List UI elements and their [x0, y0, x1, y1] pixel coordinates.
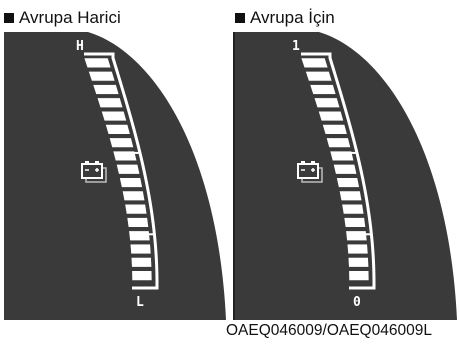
gauge-segment — [92, 84, 120, 95]
gauge-top-label: 1 — [292, 39, 300, 54]
gauge-segment — [100, 110, 128, 122]
gauge-segment — [343, 217, 366, 228]
gauge-segment — [88, 70, 116, 82]
gauge-segment — [313, 97, 341, 108]
gauge-segment — [341, 203, 365, 215]
gauge-segment — [130, 257, 153, 268]
gauge-segment — [115, 164, 141, 175]
gauge-segment — [121, 190, 146, 202]
battery-charge-icon — [297, 161, 323, 183]
battery-charge-icon — [81, 161, 107, 183]
gauge-segment — [345, 230, 368, 241]
gauge-segment — [336, 177, 360, 188]
gauge-bottom-label: 0 — [353, 295, 361, 310]
gauge-segment — [124, 203, 148, 215]
gauge-outline — [84, 52, 159, 290]
panel-divider — [233, 32, 235, 320]
gauge-segment — [119, 177, 143, 188]
gauge-bottom-label: L — [136, 295, 144, 310]
gauge-segment — [321, 124, 348, 135]
gauge-segment — [96, 97, 124, 108]
gauge-segment — [305, 70, 333, 82]
right-segments — [300, 57, 370, 281]
gauge-segment — [332, 164, 358, 175]
gauge-segment — [348, 270, 370, 281]
gauge-background — [235, 32, 457, 320]
bullet-square-icon — [235, 13, 245, 23]
gauge-segment — [346, 243, 369, 255]
gauge-segment — [83, 57, 112, 69]
gauge-segment — [131, 270, 153, 281]
left-gauge: H L — [4, 32, 226, 320]
figure-code: OAEQ046009/OAEQ046009L — [226, 322, 432, 339]
left-caption-text: Avrupa Harici — [19, 8, 121, 27]
gauge-segment — [112, 150, 138, 162]
gauge-segment — [300, 57, 329, 69]
gauge-segment — [128, 230, 151, 241]
gauge-segment — [325, 137, 352, 148]
gauge-segment — [126, 217, 149, 228]
right-gauge-panel: 1 0 — [235, 32, 457, 320]
gauge-top-label: H — [76, 39, 84, 54]
gauge-background — [4, 32, 226, 320]
gauge-segment — [104, 124, 131, 135]
gauge-segment — [329, 150, 355, 162]
gauge-segment — [309, 84, 337, 95]
gauge-segment — [129, 243, 152, 255]
left-caption: Avrupa Harici — [4, 7, 121, 29]
gauge-segment — [108, 137, 135, 148]
gauge-segment — [317, 110, 345, 122]
right-caption-text: Avrupa İçin — [250, 8, 335, 27]
gauge-outline — [301, 52, 376, 290]
bullet-square-icon — [4, 13, 14, 23]
gauge-segment — [347, 257, 370, 268]
left-gauge-panel: H L — [4, 32, 226, 320]
left-segments — [83, 57, 153, 281]
right-caption: Avrupa İçin — [235, 7, 335, 29]
right-gauge: 1 0 — [235, 32, 457, 320]
gauge-segment — [338, 190, 363, 202]
